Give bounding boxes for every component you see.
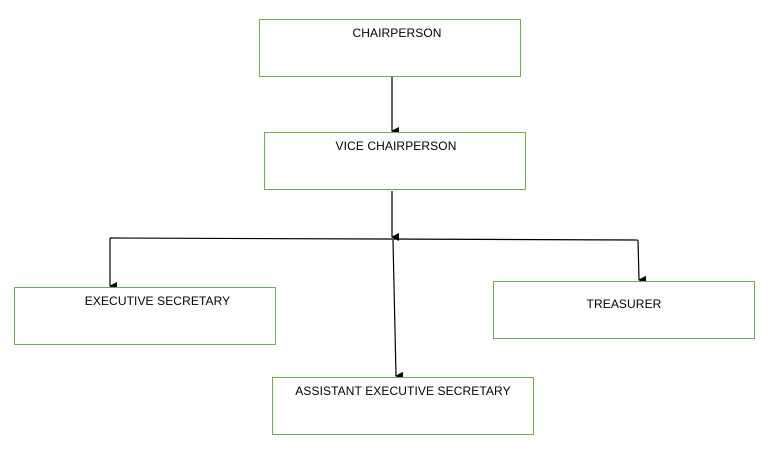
edge-to-assistant-executive-secretary (392, 239, 404, 380)
node-assistant-executive-secretary-label: ASSISTANT EXECUTIVE SECRETARY (295, 384, 511, 398)
node-assistant-executive-secretary: ASSISTANT EXECUTIVE SECRETARY (272, 377, 534, 435)
edge-to-treasurer (637, 239, 647, 284)
node-vice-chairperson-label: VICE CHAIRPERSON (335, 139, 457, 153)
node-treasurer-label: TREASURER (586, 297, 662, 311)
edge-horizontal-bus (109, 237, 639, 241)
node-treasurer: TREASURER (493, 281, 755, 339)
node-chairperson: CHAIRPERSON (259, 19, 521, 77)
node-executive-secretary: EXECUTIVE SECRETARY (14, 287, 276, 345)
node-vice-chairperson: VICE CHAIRPERSON (264, 132, 526, 190)
node-chairperson-label: CHAIRPERSON (352, 26, 442, 40)
node-executive-secretary-label: EXECUTIVE SECRETARY (84, 294, 231, 308)
